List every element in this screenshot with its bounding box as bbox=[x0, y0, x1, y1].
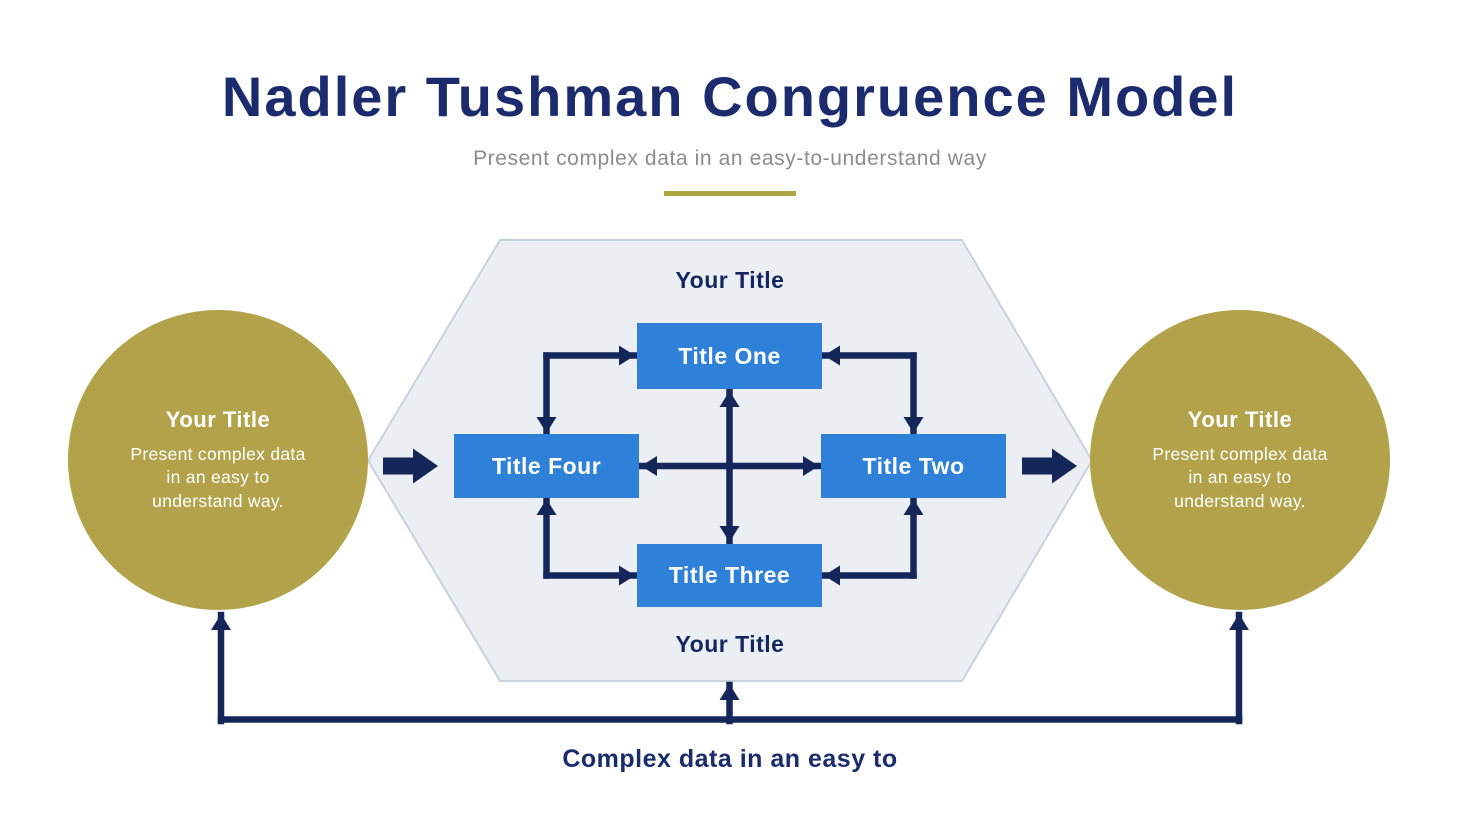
circle-left: Your Title Present complex data in an ea… bbox=[68, 310, 368, 610]
box-title-four: Title Four bbox=[454, 434, 639, 498]
box-title-two: Title Two bbox=[821, 434, 1006, 498]
block-arrow-left bbox=[383, 448, 438, 484]
circle-left-title: Your Title bbox=[165, 407, 271, 433]
circle-left-body: Present complex data in an easy to under… bbox=[130, 443, 305, 512]
circle-right-body-line: Present complex data bbox=[1152, 444, 1328, 465]
footer-caption: Complex data in an easy to bbox=[562, 745, 898, 773]
circle-right: Your Title Present complex data in an ea… bbox=[1090, 310, 1390, 610]
connector-arrows bbox=[536, 345, 924, 586]
hexagon-bottom-label: Your Title bbox=[675, 631, 785, 657]
circle-right-body-line: understand way. bbox=[1174, 490, 1306, 511]
hexagon-top-label: Your Title bbox=[675, 267, 785, 293]
block-arrow-right bbox=[1022, 448, 1077, 484]
title-divider bbox=[664, 191, 796, 196]
page-subtitle: Present complex data in an easy-to-under… bbox=[473, 147, 987, 170]
circle-right-body: Present complex data in an easy to under… bbox=[1152, 443, 1327, 512]
page-title: Nadler Tushman Congruence Model bbox=[221, 65, 1239, 128]
circle-left-body-line: understand way. bbox=[152, 490, 284, 511]
box-title-one: Title One bbox=[637, 323, 822, 389]
box-title-three: Title Three bbox=[637, 544, 822, 607]
circle-right-body-line: in an easy to bbox=[1188, 467, 1292, 488]
feedback-loop bbox=[211, 611, 1249, 725]
circle-right-title: Your Title bbox=[1187, 407, 1293, 433]
circle-left-body-line: in an easy to bbox=[166, 467, 270, 488]
circle-left-body-line: Present complex data bbox=[130, 444, 306, 465]
